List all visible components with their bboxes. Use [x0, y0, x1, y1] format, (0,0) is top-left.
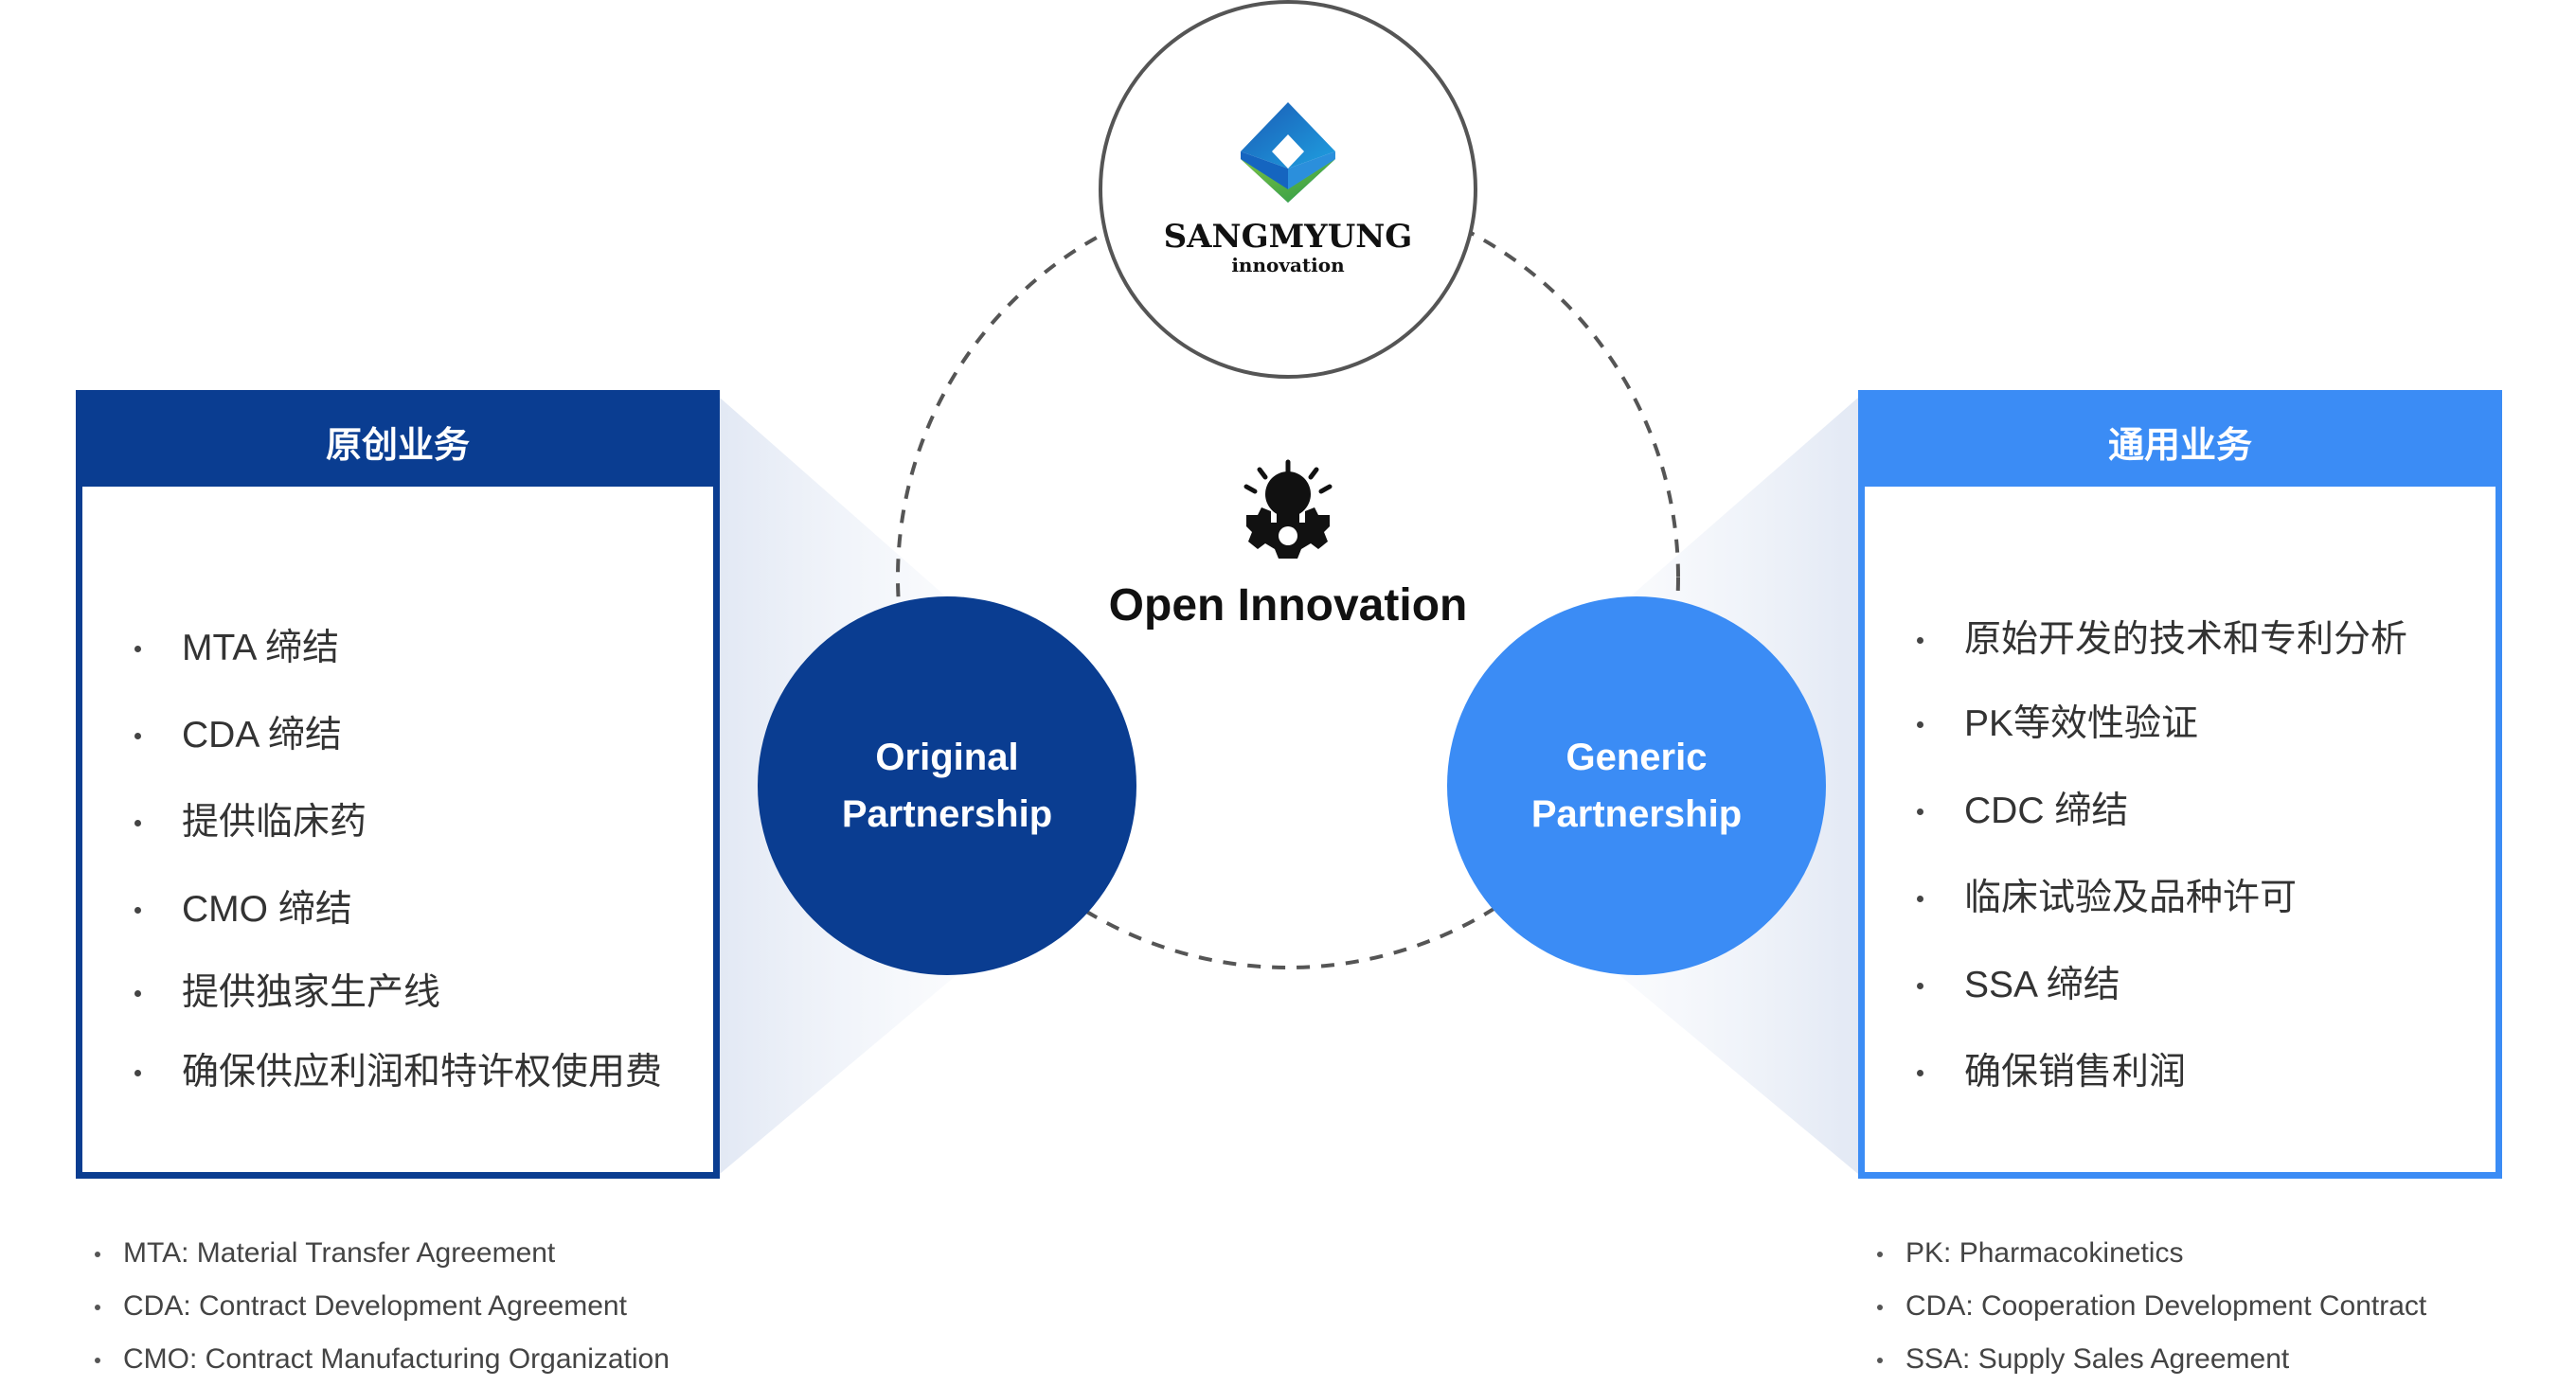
list-item: 提供独家生产线 [134, 953, 662, 1033]
note-item: CMO: Contract Manufacturing Organization [95, 1333, 670, 1386]
note-item: CDA: Cooperation Development Contract [1877, 1280, 2426, 1333]
list-item: 临床试验及品种许可 [1917, 855, 2407, 942]
list-item: 提供临床药 [134, 779, 662, 866]
original-line1: Original [875, 737, 1019, 778]
original-business-list: MTA 缔结 CDA 缔结 提供临床药 CMO 缔结 提供独家生产线 确保供应利… [134, 605, 662, 1112]
logo-subtitle: innovation [1231, 254, 1345, 276]
lightbulb-gear-icon [1243, 459, 1333, 559]
right-abbreviation-notes: PK: Pharmacokinetics CDA: Cooperation De… [1877, 1227, 2426, 1386]
generic-business-title: 通用业务 [1864, 396, 2496, 487]
list-item: CMO 缔结 [134, 866, 662, 953]
original-business-box: 原创业务 MTA 缔结 CDA 缔结 提供临床药 CMO 缔结 提供独家生产线 … [76, 390, 720, 1179]
logo-wordmark: SANGMYUNG [1163, 218, 1413, 256]
list-item: PK等效性验证 [1917, 681, 2407, 768]
list-item: SSA 缔结 [1917, 942, 2407, 1029]
list-item: 确保销售利润 [1917, 1029, 2407, 1116]
generic-partnership-label: Generic Partnership [1447, 596, 1826, 975]
original-line2: Partnership [841, 793, 1053, 835]
generic-line2: Partnership [1530, 793, 1743, 835]
note-item: PK: Pharmacokinetics [1877, 1227, 2426, 1280]
list-item: MTA 缔结 [134, 605, 662, 692]
list-item: CDA 缔结 [134, 692, 662, 779]
original-business-title: 原创业务 [81, 396, 714, 487]
note-item: CDA: Contract Development Agreement [95, 1280, 670, 1333]
list-item: CDC 缔结 [1917, 768, 2407, 855]
center-title: Open Innovation [1108, 580, 1468, 631]
generic-business-box: 通用业务 原始开发的技术和专利分析 PK等效性验证 CDC 缔结 临床试验及品种… [1858, 390, 2502, 1179]
left-abbreviation-notes: MTA: Material Transfer Agreement CDA: Co… [95, 1227, 670, 1386]
sangmyung-logo-mark [1241, 102, 1335, 203]
original-partnership-circle [758, 596, 1136, 975]
generic-business-list: 原始开发的技术和专利分析 PK等效性验证 CDC 缔结 临床试验及品种许可 SS… [1917, 599, 2407, 1116]
list-item: 原始开发的技术和专利分析 [1917, 599, 2407, 681]
list-item: 确保供应利润和特许权使用费 [134, 1033, 662, 1112]
dashed-ring [896, 186, 1680, 969]
generic-partnership-circle [1447, 596, 1826, 975]
generic-line1: Generic [1565, 737, 1708, 778]
note-item: SSA: Supply Sales Agreement [1877, 1333, 2426, 1386]
original-partnership-label: Original Partnership [758, 596, 1136, 975]
note-item: MTA: Material Transfer Agreement [95, 1227, 670, 1280]
